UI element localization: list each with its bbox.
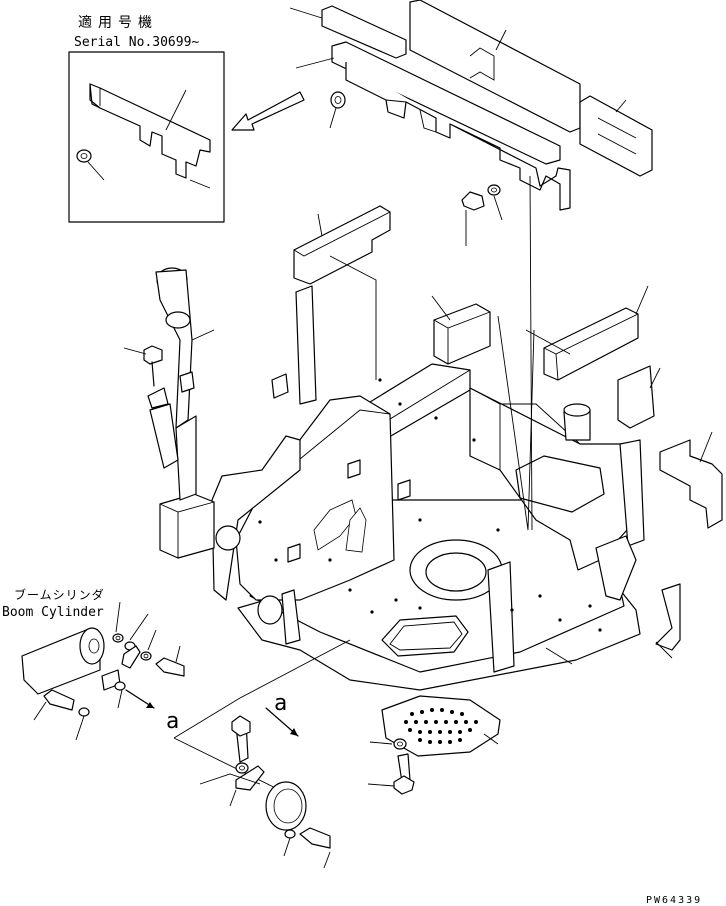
detail-a: a [173, 639, 351, 869]
main-frame [159, 285, 645, 691]
cover-grid [404, 708, 478, 744]
ref-a-right: a [274, 691, 287, 716]
serial-inset: 適用号機 Serial No.30699~ [68, 14, 225, 223]
inset-frame [68, 51, 225, 223]
drawing-id: PW64339 [646, 895, 702, 906]
inset-caption-serial: Serial No.30699~ [74, 35, 199, 50]
top-bracket-assembly [321, 0, 653, 211]
inset-bracket [89, 83, 211, 179]
boom-cylinder-group: ブームシリンダ Boom Cylinder a [2, 587, 185, 741]
ref-a-left: a [166, 709, 179, 734]
inset-caption-ja: 適用号機 [78, 14, 158, 31]
boom-cylinder-label-ja: ブームシリンダ [14, 587, 105, 602]
bolt [461, 191, 485, 211]
drain-cover [367, 695, 501, 795]
inset-pointer-arrow [231, 91, 305, 131]
leader-lines [123, 7, 713, 665]
right-side-pads [293, 205, 723, 651]
boom-cylinder-label-en: Boom Cylinder [2, 605, 104, 620]
floor-holes [258, 378, 602, 632]
hose-clamp-bolt [143, 345, 163, 365]
hose-bracket-assembly [143, 267, 195, 469]
cylinder-bolt [155, 657, 185, 677]
